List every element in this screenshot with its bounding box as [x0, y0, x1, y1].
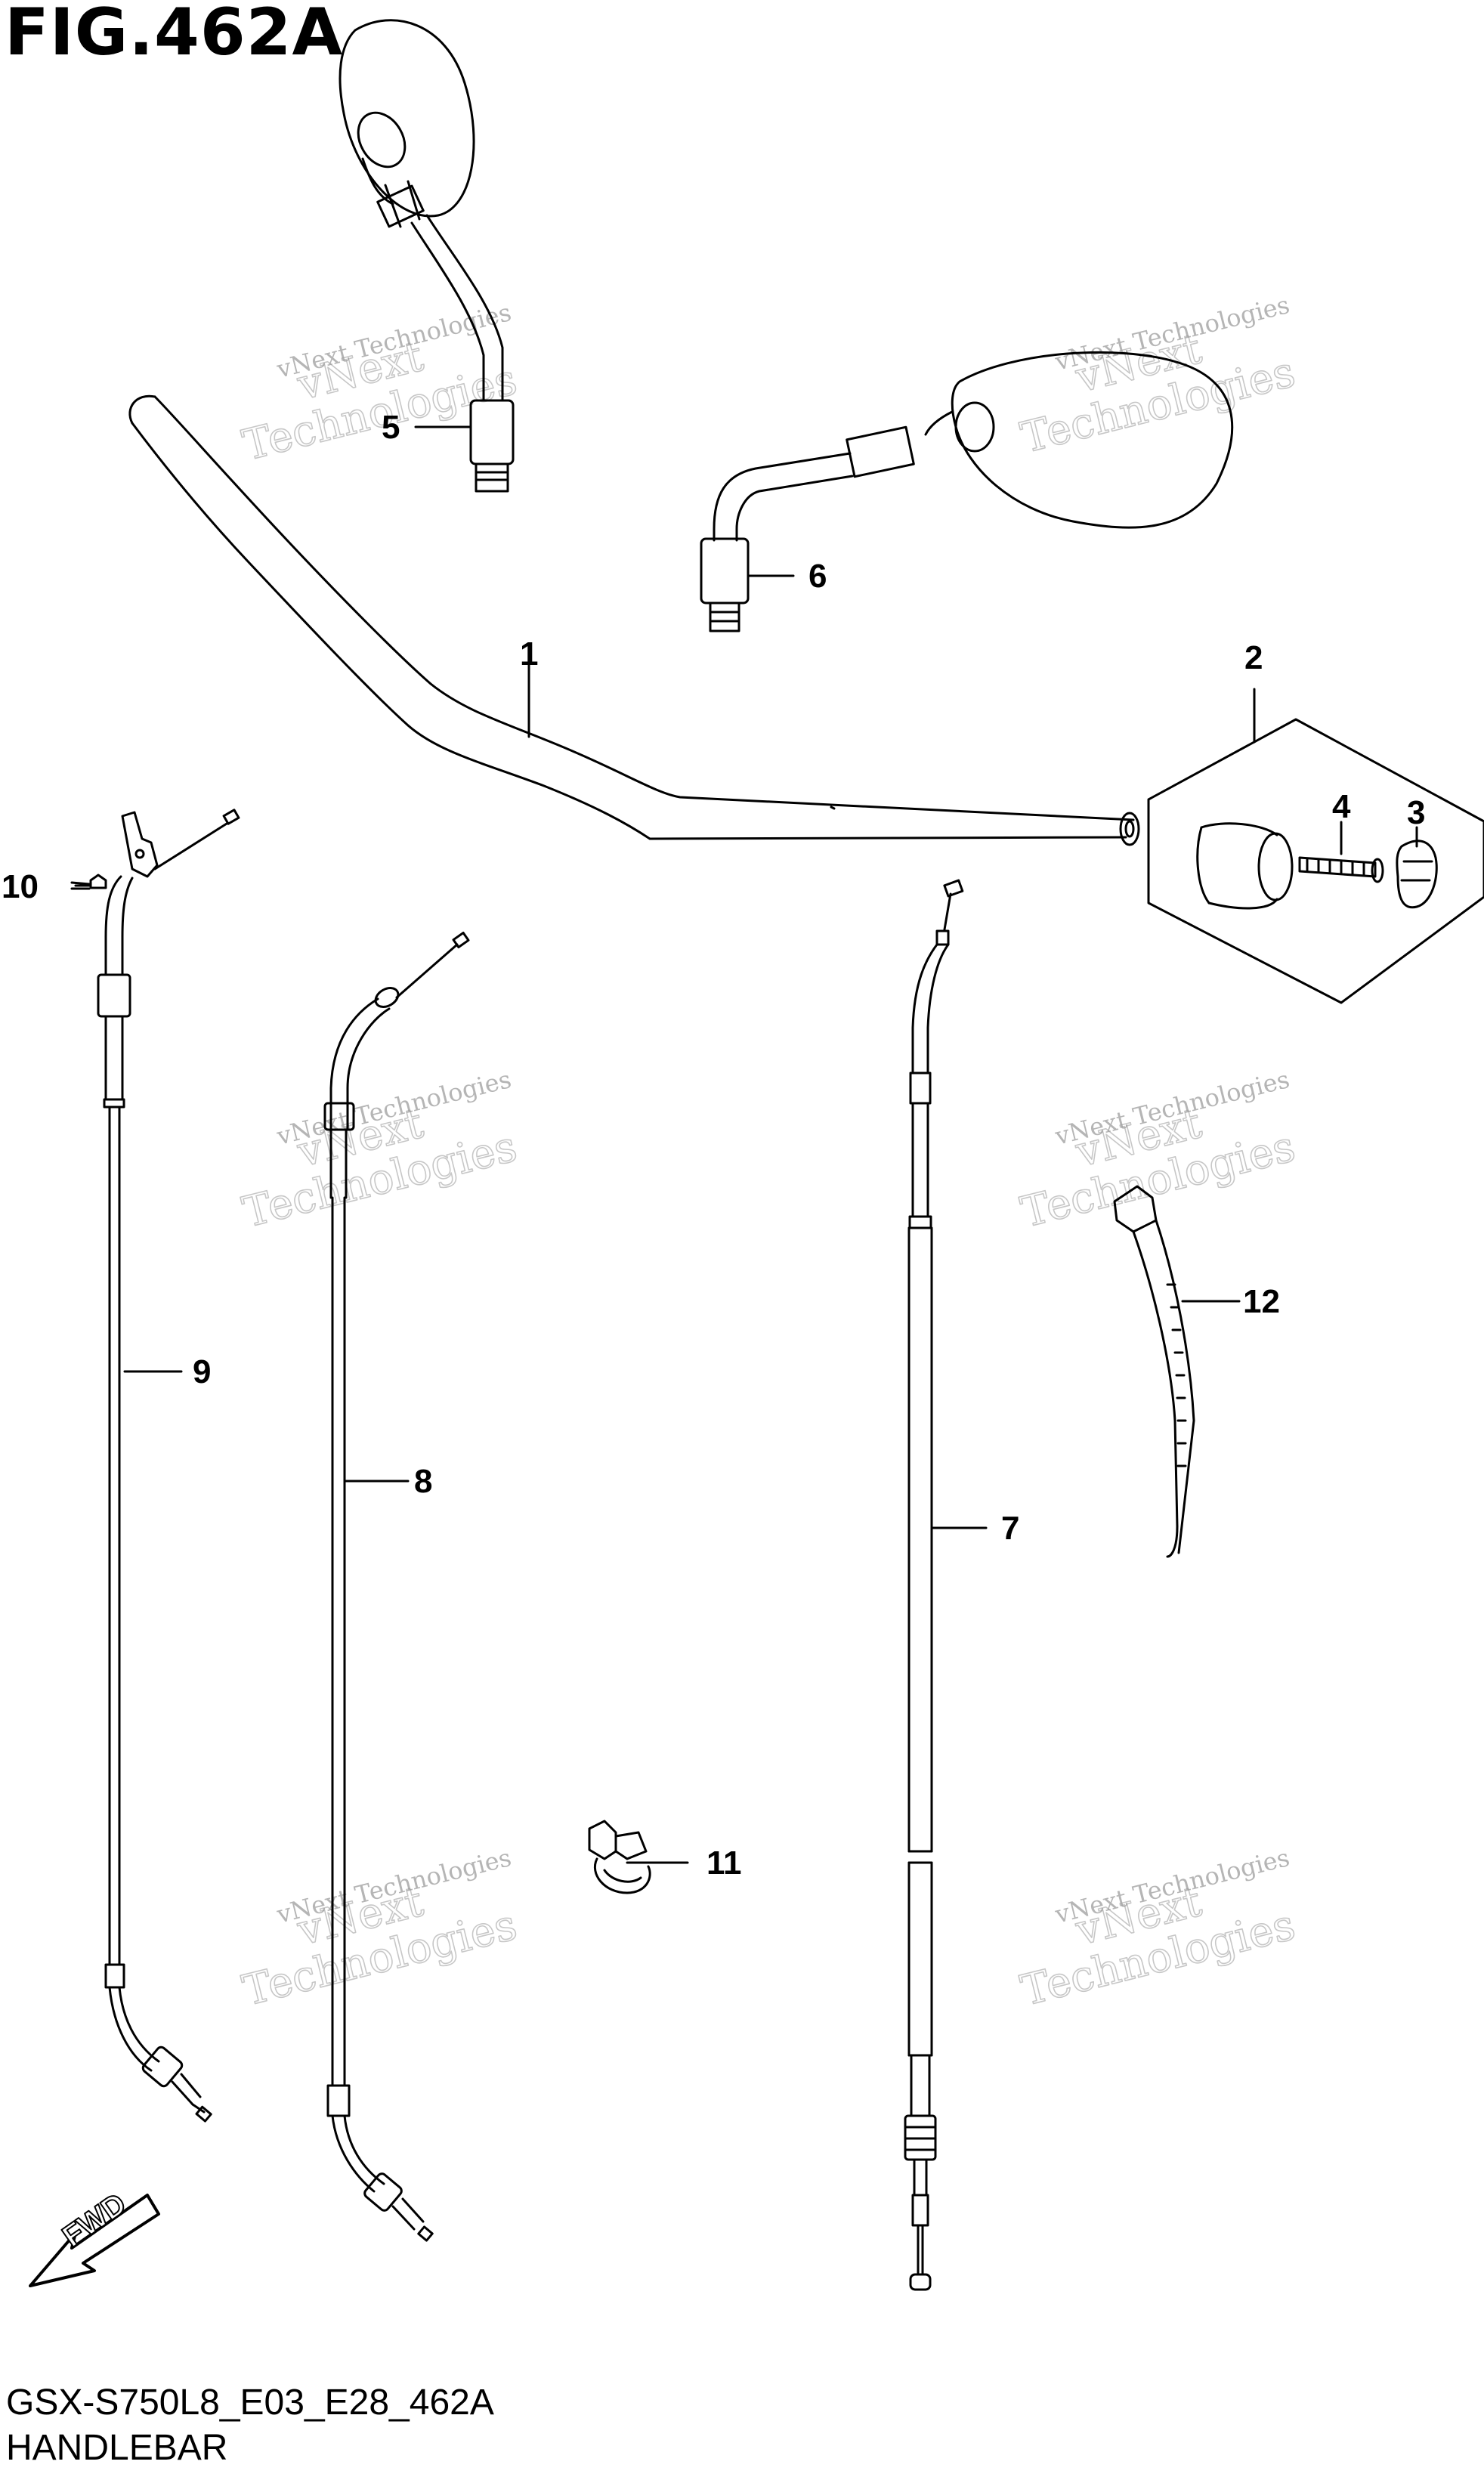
diagram-code: GSX-S750L8_E03_E28_462A — [6, 2383, 494, 2423]
watermark-group: vNext Technologies vNext Technologies vN… — [237, 290, 1300, 2017]
part-label-2: 2 — [1244, 639, 1263, 676]
part-label-8: 8 — [414, 1463, 432, 1500]
right-mirror-part — [700, 351, 1234, 632]
part-label-3: 3 — [1407, 794, 1425, 831]
end-weight-kit-part — [1147, 718, 1484, 1004]
cable-8-part — [323, 931, 470, 2242]
forward-arrow-icon: FWD — [29, 2186, 160, 2287]
handlebar-part — [128, 394, 1140, 846]
part-label-11: 11 — [706, 1845, 742, 1882]
clamp-part — [588, 1820, 651, 1894]
cable-7-part — [904, 879, 964, 2291]
part-label-4: 4 — [1332, 788, 1351, 825]
part-label-5: 5 — [382, 409, 400, 446]
figure-title: FIG.462A — [5, 0, 344, 70]
part-label-6: 6 — [808, 558, 827, 595]
part-label-7: 7 — [1001, 1510, 1019, 1547]
diagram-name: HANDLEBAR — [6, 2428, 228, 2468]
leader-lines — [74, 425, 1418, 1864]
cable-9-part — [97, 809, 240, 2123]
part-label-9: 9 — [193, 1353, 211, 1390]
part-number-labels: 1 2 3 4 5 6 7 8 9 10 11 12 — [2, 409, 1425, 1882]
part-label-12: 12 — [1243, 1283, 1280, 1320]
left-mirror-part — [339, 19, 515, 493]
part-label-10: 10 — [2, 868, 39, 905]
cable-tie-part — [1113, 1185, 1195, 1558]
screw-part — [70, 874, 107, 890]
part-label-1: 1 — [520, 635, 538, 673]
